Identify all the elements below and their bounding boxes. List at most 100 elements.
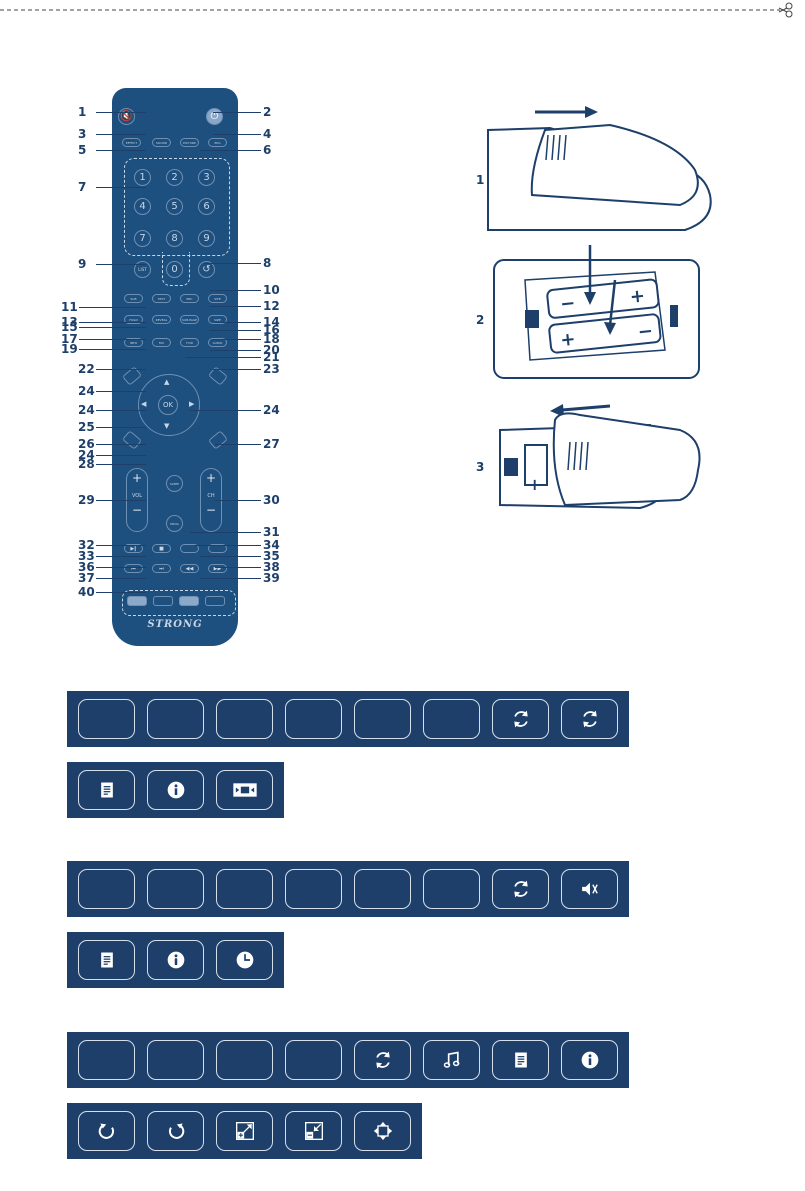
- sub-button[interactable]: SUB: [124, 294, 143, 303]
- nav-ring[interactable]: [138, 374, 200, 436]
- blank-key[interactable]: [147, 699, 204, 739]
- rotate-right-key[interactable]: [147, 1111, 204, 1151]
- ab-button[interactable]: [208, 544, 227, 553]
- blank-key[interactable]: [147, 869, 204, 909]
- digit-0-button[interactable]: 0: [166, 261, 183, 278]
- effect-button[interactable]: EFFECT: [122, 138, 141, 147]
- zero-group: [162, 252, 190, 286]
- green-key[interactable]: [153, 596, 173, 606]
- blank-key[interactable]: [147, 1040, 204, 1080]
- picture-button[interactable]: PICTURE: [180, 138, 199, 147]
- digit-3-button[interactable]: 3: [198, 169, 215, 186]
- size-button[interactable]: SIZE: [208, 315, 227, 324]
- move-key[interactable]: [354, 1111, 411, 1151]
- prev-button[interactable]: ⏮: [124, 564, 143, 573]
- blank-key[interactable]: [354, 869, 411, 909]
- mute-key[interactable]: [561, 869, 618, 909]
- stop-button[interactable]: ■: [152, 544, 171, 553]
- prog-button[interactable]: PROG: [166, 515, 183, 532]
- info-key[interactable]: [147, 770, 204, 810]
- blank-key[interactable]: [78, 869, 135, 909]
- blank-key[interactable]: [216, 699, 273, 739]
- info-icon: [166, 950, 186, 970]
- list-button[interactable]: LIST: [134, 261, 151, 278]
- callout-leader: [200, 556, 261, 557]
- blank-key[interactable]: [285, 699, 342, 739]
- nav-up-icon[interactable]: ▲: [164, 378, 170, 386]
- text-button[interactable]: TEXT: [152, 294, 171, 303]
- digit-8-button[interactable]: 8: [166, 230, 183, 247]
- info-key[interactable]: [561, 1040, 618, 1080]
- blank-key[interactable]: [78, 699, 135, 739]
- digit-9-button[interactable]: 9: [198, 230, 215, 247]
- callout-number: 5: [78, 143, 87, 157]
- ok-button[interactable]: OK: [158, 395, 178, 415]
- hold-button[interactable]: HOLD: [124, 315, 143, 324]
- nav-right-icon[interactable]: ▶: [189, 400, 195, 408]
- subpage-button[interactable]: SUB.PAGE: [180, 315, 199, 324]
- digit-6-button[interactable]: 6: [198, 198, 215, 215]
- blank-key[interactable]: [285, 1040, 342, 1080]
- power-button[interactable]: ⏻: [206, 108, 223, 125]
- red-key[interactable]: [127, 596, 147, 606]
- digit-4-button[interactable]: 4: [134, 198, 151, 215]
- info-key[interactable]: [147, 940, 204, 980]
- aspect-key[interactable]: [216, 770, 273, 810]
- repeat-button[interactable]: [180, 544, 199, 553]
- play-pause-button[interactable]: ▶‖: [124, 544, 143, 553]
- document-icon: [97, 950, 117, 970]
- callout-leader: [96, 567, 146, 568]
- button-strip-3-row2: [67, 1103, 422, 1159]
- rewind-button[interactable]: ◀◀: [180, 564, 199, 573]
- blank-key[interactable]: [216, 869, 273, 909]
- callout-leader: [215, 500, 261, 501]
- nav-left-icon[interactable]: ◀: [141, 400, 147, 408]
- sleep-button[interactable]: SLEEP: [166, 475, 183, 492]
- reveal-button[interactable]: REVEAL: [152, 315, 171, 324]
- epg-button[interactable]: EPG: [208, 138, 227, 147]
- mute-button[interactable]: 🔇: [118, 108, 135, 125]
- refresh-key[interactable]: [561, 699, 618, 739]
- digit-7-button[interactable]: 7: [134, 230, 151, 247]
- callout-leader: [96, 150, 146, 151]
- document-key[interactable]: [492, 1040, 549, 1080]
- digit-1-button[interactable]: 1: [134, 169, 151, 186]
- callout-number: 39: [263, 571, 280, 585]
- forward-button[interactable]: ▶▶: [208, 564, 227, 573]
- fav-button[interactable]: FAV: [152, 338, 171, 347]
- blank-key[interactable]: [78, 1040, 135, 1080]
- refresh-key[interactable]: [354, 1040, 411, 1080]
- move-icon: [373, 1121, 393, 1141]
- zoom-in-key[interactable]: [216, 1111, 273, 1151]
- channel-label: CH: [207, 493, 215, 499]
- site-button[interactable]: SITE: [208, 294, 227, 303]
- digit-2-button[interactable]: 2: [166, 169, 183, 186]
- rotate-left-key[interactable]: [78, 1111, 135, 1151]
- rec-button[interactable]: REC: [180, 294, 199, 303]
- music-note-key[interactable]: [423, 1040, 480, 1080]
- blank-key[interactable]: [423, 869, 480, 909]
- refresh-key[interactable]: [492, 699, 549, 739]
- return-button[interactable]: [208, 430, 228, 450]
- blank-key[interactable]: [423, 699, 480, 739]
- clock-key[interactable]: [216, 940, 273, 980]
- document-key[interactable]: [78, 940, 135, 980]
- refresh-key[interactable]: [492, 869, 549, 909]
- digit-5-button[interactable]: 5: [166, 198, 183, 215]
- blank-key[interactable]: [285, 869, 342, 909]
- blank-key[interactable]: [216, 1040, 273, 1080]
- usb-button[interactable]: [122, 430, 142, 450]
- back-button[interactable]: ↺: [198, 261, 215, 278]
- callout-number: 31: [263, 525, 280, 539]
- info-button[interactable]: INFO: [124, 338, 143, 347]
- blank-key[interactable]: [354, 699, 411, 739]
- sound-button[interactable]: SOUND: [152, 138, 171, 147]
- yellow-key[interactable]: [179, 596, 199, 606]
- nav-down-icon[interactable]: ▼: [164, 422, 170, 430]
- tvr-button[interactable]: TV/R: [180, 338, 199, 347]
- zoom-out-key[interactable]: [285, 1111, 342, 1151]
- blue-key[interactable]: [205, 596, 225, 606]
- audio-button[interactable]: AUDIO: [208, 338, 227, 347]
- document-key[interactable]: [78, 770, 135, 810]
- next-button[interactable]: ⏭: [152, 564, 171, 573]
